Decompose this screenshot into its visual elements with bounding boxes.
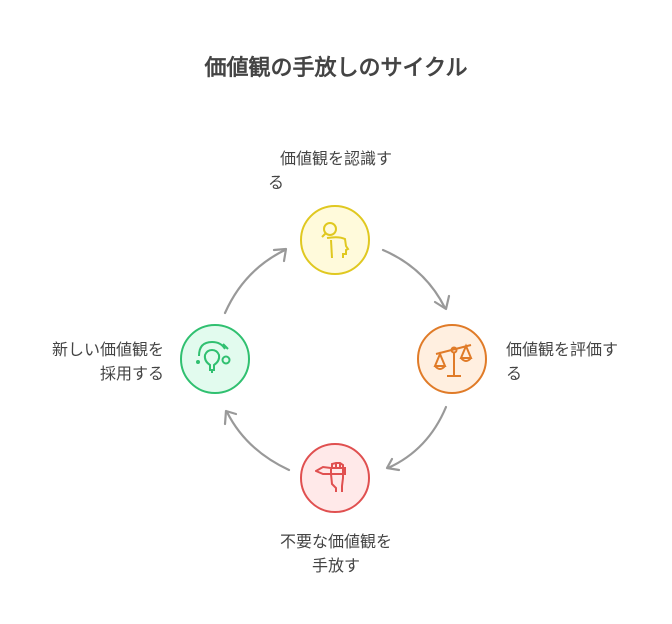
hand-holding-pen-icon bbox=[315, 462, 346, 492]
label-line: 手放す bbox=[311, 556, 360, 575]
label-line: る bbox=[506, 364, 523, 383]
arrow-adopt-to-recognize bbox=[223, 247, 288, 315]
diagram-title: 価値観の手放しのサイクル bbox=[204, 56, 468, 81]
step-node-evaluate bbox=[417, 324, 487, 394]
balance-scale-icon bbox=[433, 343, 473, 377]
person-search-icon bbox=[321, 222, 350, 259]
lightbulb-icon bbox=[196, 340, 231, 373]
step-node-adopt bbox=[180, 324, 250, 394]
step-node-release bbox=[300, 443, 370, 513]
step-label-recognize: 価値観を認識す る bbox=[268, 147, 404, 195]
label-line: 不要な価値観を bbox=[279, 532, 392, 551]
arrow-release-to-adopt bbox=[223, 409, 291, 472]
label-line: 採用する bbox=[99, 364, 164, 383]
step-label-evaluate: 価値観を評価す る bbox=[506, 338, 618, 386]
label-line: 価値観を評価す bbox=[506, 340, 619, 359]
step-label-release: 不要な価値観を 手放す bbox=[268, 530, 404, 578]
arrow-recognize-to-evaluate bbox=[381, 248, 451, 311]
label-line: る bbox=[268, 173, 285, 192]
step-label-adopt: 新しい価値観を 採用する bbox=[26, 338, 164, 386]
step-node-recognize bbox=[300, 205, 370, 275]
label-line: 価値観を認識す bbox=[279, 149, 392, 168]
arrow-evaluate-to-release bbox=[385, 405, 448, 472]
label-line: 新しい価値観を bbox=[51, 340, 164, 359]
